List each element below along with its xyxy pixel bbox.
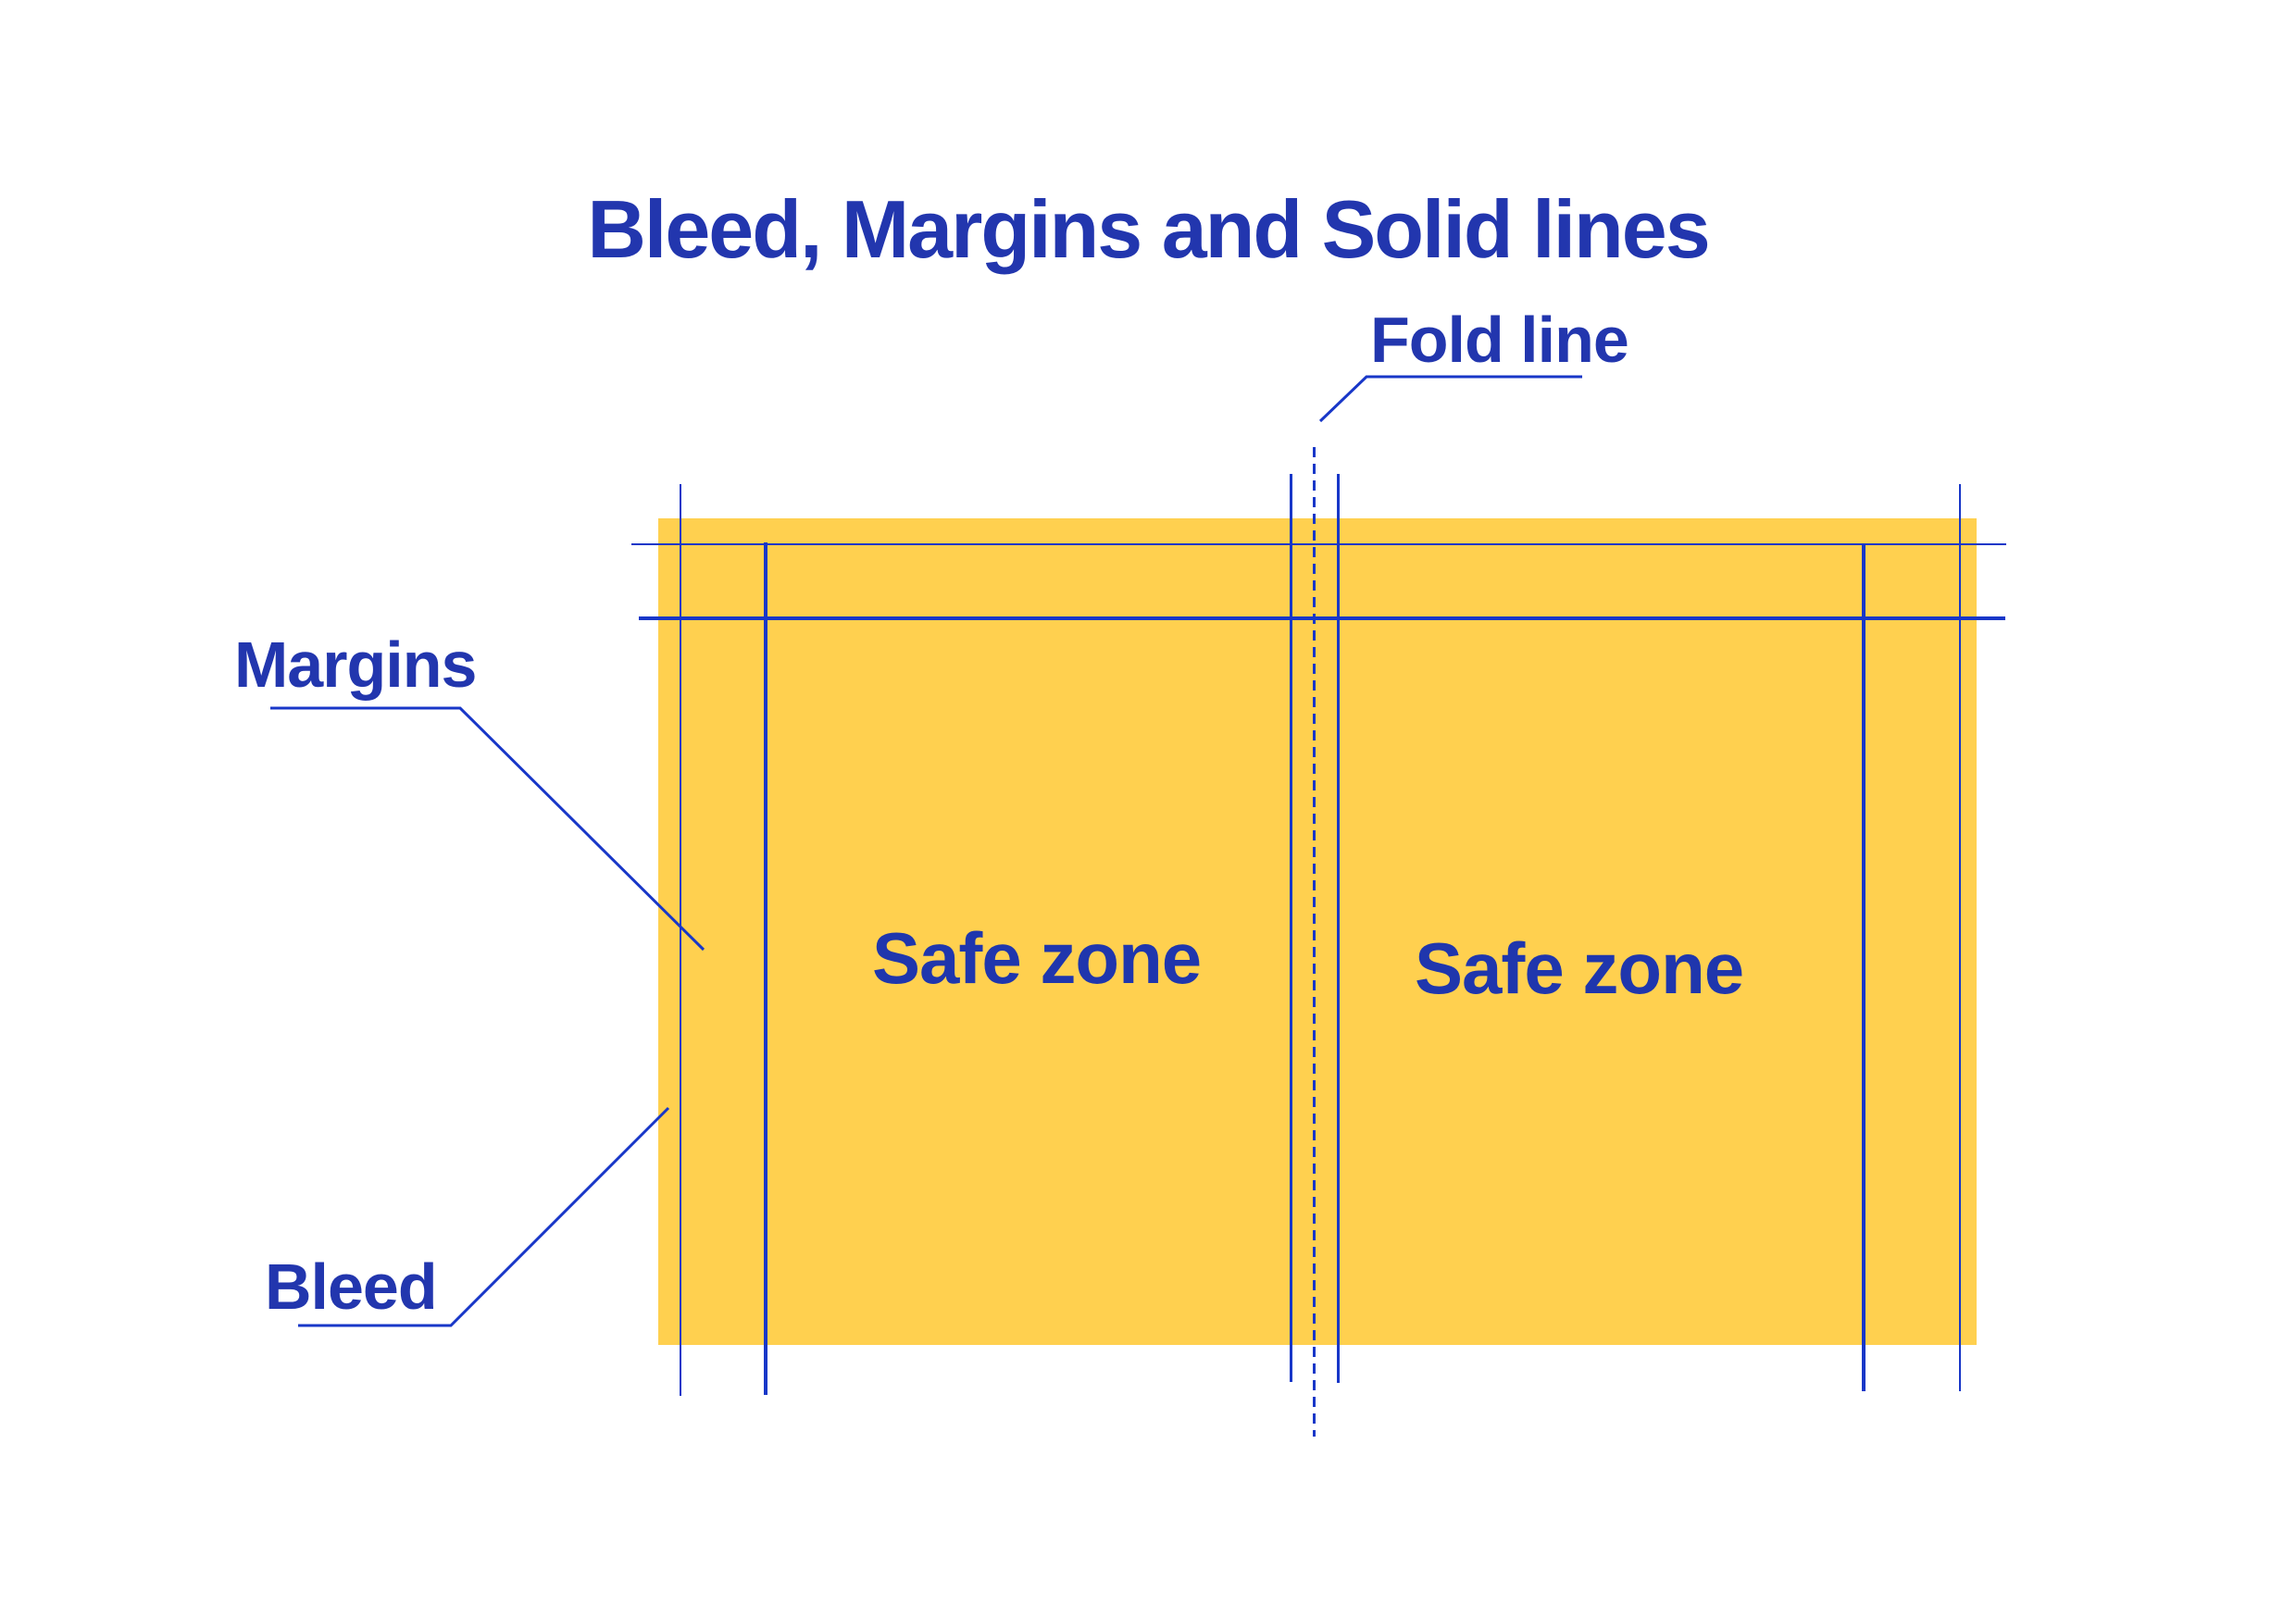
margin-line-left-of-fold bbox=[1290, 474, 1292, 1382]
bleed-label: Bleed bbox=[265, 1251, 438, 1323]
bleed-artwork-panel bbox=[658, 518, 1977, 1345]
margin-line-vertical-left bbox=[764, 542, 767, 1395]
fold-line-dashed bbox=[1313, 447, 1316, 1437]
fold-line-leader bbox=[1318, 375, 1582, 423]
safe-zone-label-right: Safe zone bbox=[1415, 927, 1744, 1009]
fold-line-label: Fold line bbox=[1370, 304, 1629, 376]
margins-leader bbox=[270, 706, 705, 952]
page-title: Bleed, Margins and Solid lines bbox=[587, 182, 1710, 275]
margin-line-vertical-right bbox=[1862, 544, 1866, 1391]
trim-line-vertical-left bbox=[680, 484, 681, 1396]
margins-label: Margins bbox=[234, 629, 477, 701]
safe-zone-label-left: Safe zone bbox=[872, 917, 1202, 999]
trim-line-vertical-right bbox=[1959, 484, 1961, 1391]
margin-line-right-of-fold bbox=[1337, 474, 1340, 1383]
trim-line-horizontal-top bbox=[631, 543, 2006, 545]
margin-line-horizontal-top bbox=[639, 616, 2005, 620]
